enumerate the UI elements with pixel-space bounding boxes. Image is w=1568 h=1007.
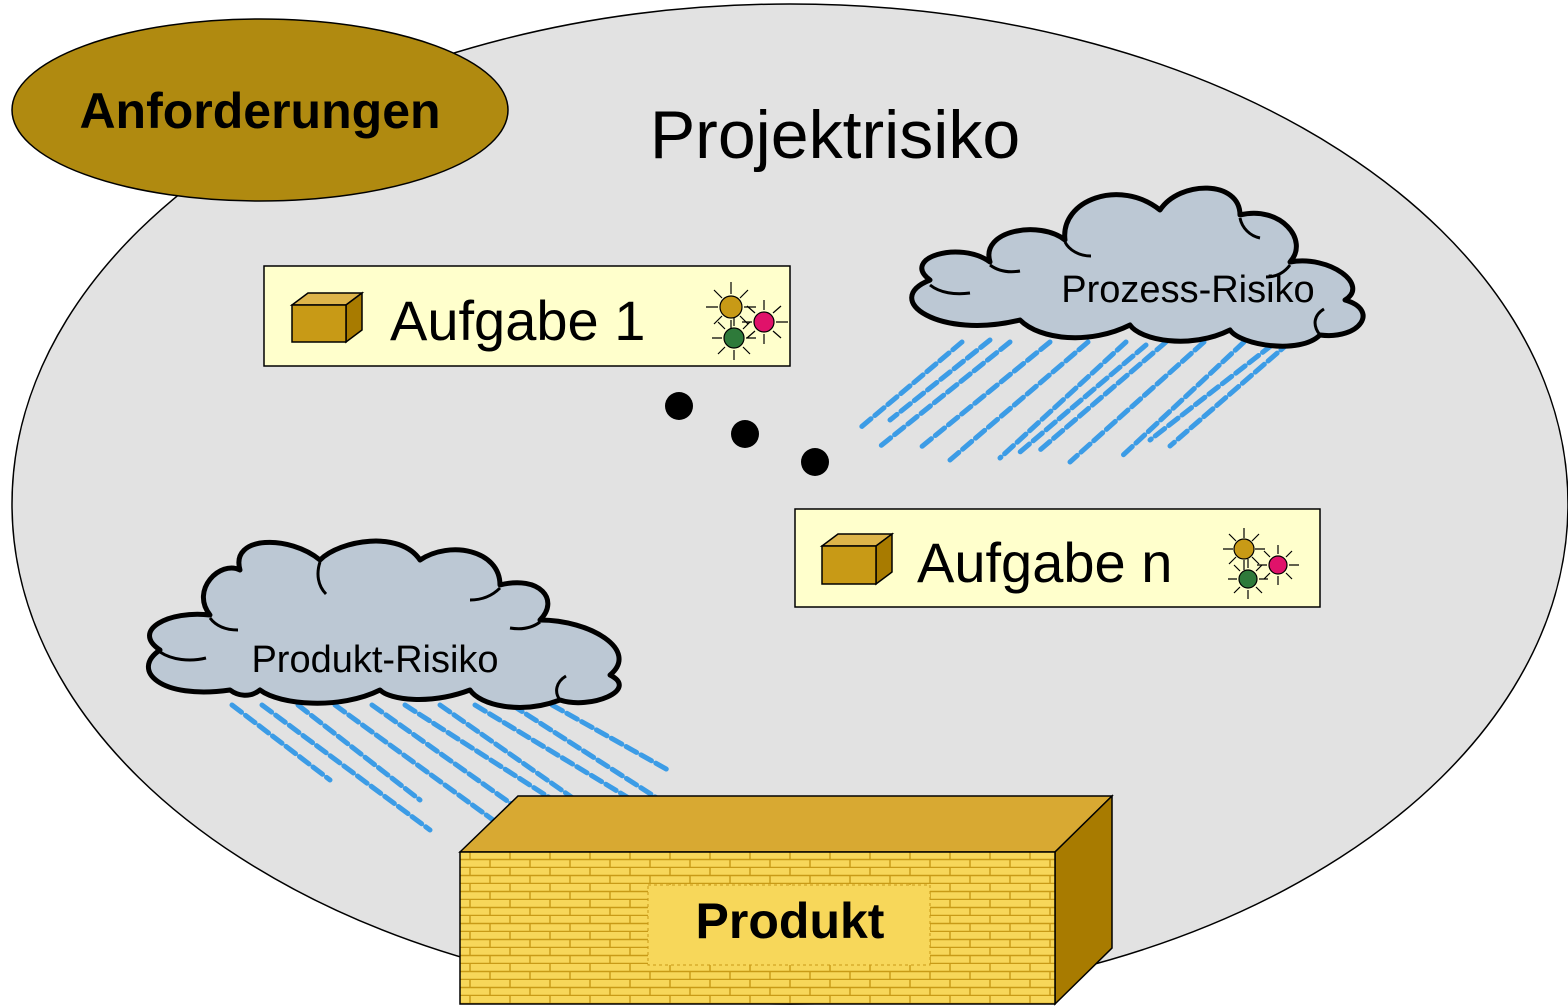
requirements-label: Anforderungen xyxy=(79,83,440,139)
product-risk-label: Produkt-Risiko xyxy=(251,639,498,681)
sunburst-cluster-icon xyxy=(1223,528,1299,599)
product-risk-cloud: Produkt-Risiko xyxy=(146,538,622,710)
product-risk-rain xyxy=(229,702,671,833)
process-risk-cloud: Prozess-Risiko xyxy=(909,185,1366,349)
cube-icon xyxy=(819,532,895,586)
task-box-first: Aufgabe 1 xyxy=(263,265,791,367)
requirements-ellipse: Anforderungen xyxy=(11,18,509,202)
ellipsis-dots xyxy=(665,392,829,476)
process-risk-label: Prozess-Risiko xyxy=(1061,269,1314,311)
task-box-last: Aufgabe n xyxy=(794,508,1321,608)
sunburst-cluster-icon xyxy=(706,282,788,360)
product-label: Produkt xyxy=(696,893,885,949)
cube-icon xyxy=(289,291,365,344)
task-last-label: Aufgabe n xyxy=(917,531,1172,594)
process-risk-rain xyxy=(857,337,1293,465)
project-risk-title: Projektrisiko xyxy=(650,97,1020,173)
task-first-label: Aufgabe 1 xyxy=(390,289,645,352)
brick-wall: Produkt xyxy=(458,794,1114,1006)
